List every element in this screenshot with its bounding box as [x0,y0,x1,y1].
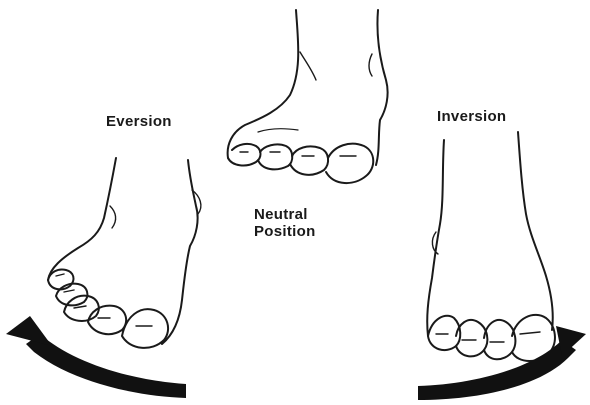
eversion-foot-drawing [48,158,201,348]
neutral-label-line1: Neutral [254,206,316,223]
inversion-foot-drawing [427,132,555,361]
left-curved-arrow [6,316,186,398]
right-curved-arrow [418,326,586,400]
inversion-label: Inversion [437,108,506,125]
neutral-position-label: Neutral Position [254,206,316,240]
neutral-label-line2: Position [254,223,316,240]
eversion-label: Eversion [106,113,172,130]
neutral-foot-drawing [228,10,388,183]
